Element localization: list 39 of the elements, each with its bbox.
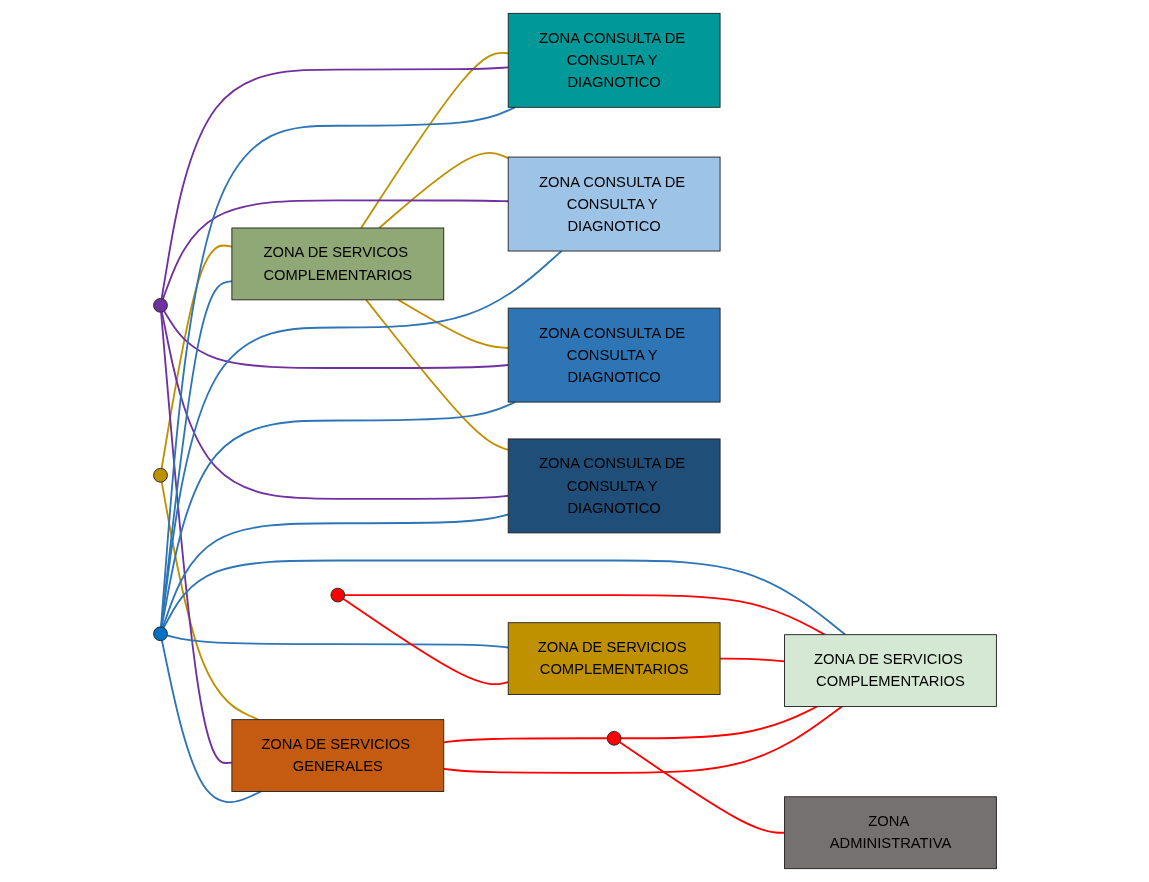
connector <box>396 298 509 349</box>
connector <box>160 244 233 470</box>
connector <box>718 657 785 663</box>
connector <box>618 741 785 834</box>
node-box: ZONA ADMINISTRATIVA <box>783 796 997 870</box>
connector <box>160 66 509 300</box>
connector <box>159 311 233 764</box>
node-circle <box>152 298 168 313</box>
connector <box>159 250 562 628</box>
node-box: ZONA DE SERVICIOS COMPLEMENTARIOS <box>507 622 721 695</box>
node-box: ZONA CONSULTA DE CONSULTA Y DIAGNOTICO <box>507 438 721 534</box>
connector <box>162 559 846 636</box>
connector <box>364 298 509 451</box>
node-box: ZONA DE SERVICOS COMPLEMENTARIOS <box>230 227 444 301</box>
node-box: ZONA CONSULTA DE CONSULTA Y DIAGNOTICO <box>507 307 721 403</box>
node-box: ZONA DE SERVICIOS GENERALES <box>230 719 444 792</box>
node-box: ZONA CONSULTA DE CONSULTA Y DIAGNOTICO <box>507 156 721 252</box>
connector <box>161 199 509 300</box>
connector <box>377 152 509 229</box>
connector <box>342 598 509 686</box>
node-box: ZONA DE SERVICIOS COMPLEMENTARIOS <box>783 634 997 707</box>
node-circle <box>152 467 168 483</box>
connector <box>343 594 826 636</box>
connector <box>619 705 818 740</box>
node-circle <box>152 626 168 642</box>
connector <box>160 311 509 500</box>
node-box: ZONA CONSULTA DE CONSULTA Y DIAGNOTICO <box>507 12 721 108</box>
connector <box>159 106 516 628</box>
connector <box>442 737 608 744</box>
connector <box>161 513 509 629</box>
connector <box>162 310 509 369</box>
connector <box>165 634 509 649</box>
connector <box>160 639 262 804</box>
connector <box>442 705 843 774</box>
connector <box>160 401 516 628</box>
connector <box>359 51 509 229</box>
connector <box>160 481 259 721</box>
node-circle <box>606 730 621 746</box>
node-circle <box>329 587 345 603</box>
